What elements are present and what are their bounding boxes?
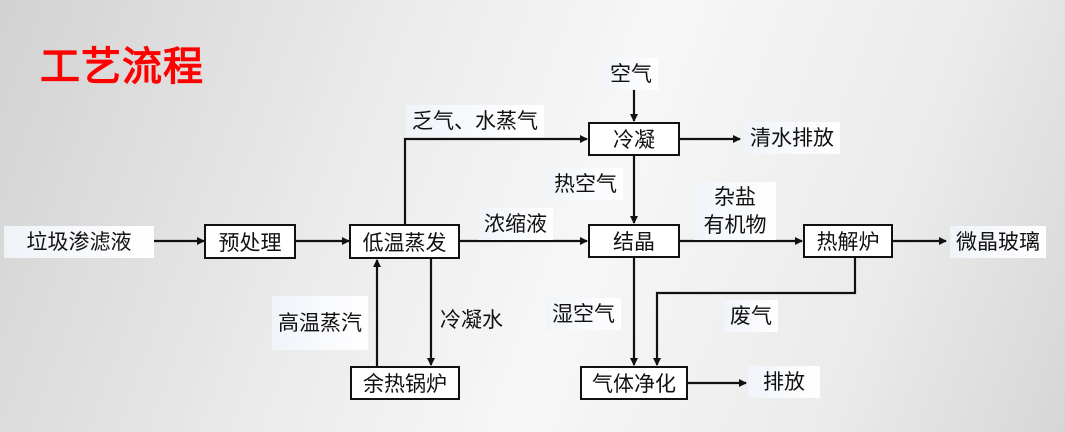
label-humid-air: 湿空气	[546, 298, 621, 330]
node-boiler[interactable]: 余热锅炉	[350, 366, 460, 400]
label-air: 空气	[604, 58, 658, 90]
label-organics: 有机物	[703, 213, 767, 237]
arrow-pyrolysis-gasclean	[653, 258, 857, 366]
label-waste-gas: 废气	[724, 300, 778, 332]
node-evap[interactable]: 低温蒸发	[349, 224, 460, 259]
node-condense[interactable]: 冷凝	[588, 122, 680, 156]
node-pretreat[interactable]: 预处理	[204, 224, 296, 259]
label-condensate: 冷凝水	[440, 308, 503, 332]
page-title: 工艺流程	[40, 44, 204, 90]
label-leachate: 垃圾渗滤液	[4, 226, 154, 258]
label-hi-temp-steam: 高温蒸汽	[272, 296, 368, 350]
label-clean-water: 清水排放	[744, 122, 840, 154]
arrow-evap-condense	[403, 135, 588, 224]
node-pyrolysis[interactable]: 热解炉	[803, 224, 893, 258]
node-gas-clean[interactable]: 气体净化	[580, 366, 688, 400]
label-concentrate: 浓缩液	[478, 208, 553, 240]
node-crystal[interactable]: 结晶	[588, 224, 680, 258]
label-discharge: 排放	[748, 366, 820, 398]
label-glass: 微晶玻璃	[950, 226, 1046, 258]
label-exhaust-steam: 乏气、水蒸气	[406, 105, 544, 137]
label-salt: 杂盐	[714, 185, 756, 209]
label-salt-organics: 杂盐 有机物	[694, 182, 776, 240]
label-hot-air: 热空气	[548, 168, 623, 200]
